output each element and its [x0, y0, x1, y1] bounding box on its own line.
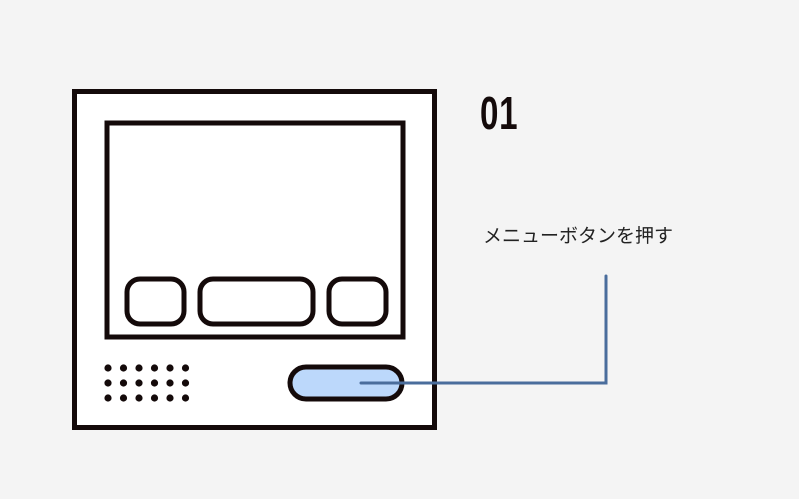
- speaker-dot: [135, 379, 143, 387]
- speaker-dot: [150, 364, 159, 372]
- speaker-dot: [104, 394, 112, 402]
- leader-line: [359, 274, 608, 385]
- speaker-dot: [135, 394, 143, 402]
- step-instruction: メニューボタンを押す: [483, 225, 674, 247]
- speaker-dot: [104, 364, 112, 372]
- speaker-dot: [181, 379, 190, 387]
- speaker-dot: [119, 364, 128, 372]
- speaker-dot: [181, 364, 190, 372]
- speaker-dot: [135, 364, 143, 372]
- speaker-dot: [166, 379, 174, 387]
- speaker-dot: [166, 364, 174, 372]
- step-number: 01: [480, 87, 519, 139]
- speaker-dot: [119, 379, 128, 387]
- screen-button-left[interactable]: [124, 276, 187, 327]
- screen-button-right[interactable]: [326, 276, 389, 327]
- speaker-grille: [104, 364, 190, 402]
- speaker-dot: [150, 379, 159, 387]
- speaker-dot: [181, 394, 190, 402]
- speaker-dot: [166, 394, 174, 402]
- screen-button-center[interactable]: [197, 276, 316, 327]
- speaker-dot: [150, 394, 159, 402]
- speaker-dot: [119, 394, 128, 402]
- speaker-dot: [104, 379, 112, 387]
